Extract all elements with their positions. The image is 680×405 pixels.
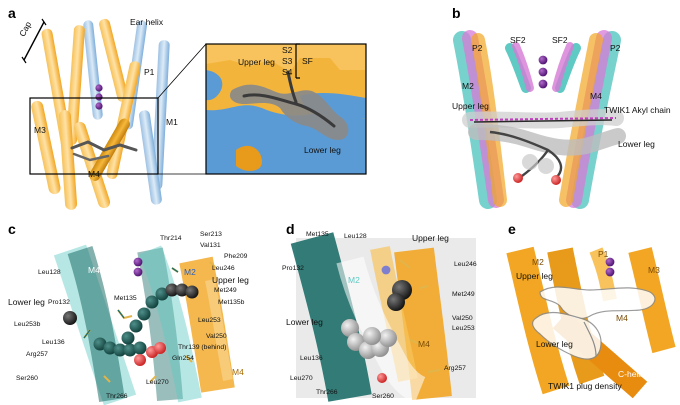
panel-a-letter: a: [8, 6, 16, 20]
thr266-label-c: Thr266: [106, 394, 128, 401]
leu246-label-c: Leu246: [212, 266, 235, 273]
thr139-label: Thr139 (behind): [178, 345, 226, 352]
p2-left-label: P2: [472, 44, 482, 53]
plug-density-label: TWIK1 plug density: [548, 382, 622, 391]
pro132-label-c: Pro132: [48, 300, 70, 307]
c-helix-label: C-helix: [618, 370, 644, 379]
s4-label: S4: [282, 68, 292, 77]
ser260-label-d: Ser260: [372, 394, 394, 401]
upper-leg-label-e: Upper leg: [516, 272, 553, 281]
ear-helix-label: Ear helix: [130, 18, 163, 27]
panel-d-artwork: [296, 238, 476, 398]
met135-label-c: Met135: [114, 296, 137, 303]
lower-leg-label-b: Lower leg: [618, 140, 655, 149]
pro132-label-d: Pro132: [282, 266, 304, 273]
gln254-label: Gln254: [172, 356, 194, 363]
arg257-label-d: Arg257: [444, 366, 466, 373]
leu270-label-d: Leu270: [290, 376, 313, 383]
m2-label-d: M2: [348, 276, 360, 285]
p1-label: P1: [144, 68, 154, 77]
thr214-label: Thr214: [160, 236, 182, 243]
upper-leg-label-b: Upper leg: [452, 102, 489, 111]
m4-label-b: M4: [590, 92, 602, 101]
panel-e-letter: e: [508, 222, 516, 236]
twik1-akyl-label: TWIK1 Akyl chain: [604, 106, 671, 115]
leu253b-label: Leu253b: [14, 322, 40, 329]
sf-label: SF: [302, 57, 313, 66]
leu136-label-c: Leu136: [42, 340, 65, 347]
upper-leg-label-c: Upper leg: [212, 276, 249, 285]
met249-label-d: Met249: [452, 292, 475, 299]
panel-a-artwork: [22, 18, 206, 211]
lower-leg-label-c: Lower leg: [8, 298, 45, 307]
sf2-right-label: SF2: [552, 36, 568, 45]
m3-label-e: M3: [648, 266, 660, 275]
m3-label: M3: [34, 126, 46, 135]
met135-label-d: Met135: [306, 232, 329, 239]
leu128-label-d: Leu128: [344, 234, 367, 241]
s2-label: S2: [282, 46, 292, 55]
upper-leg-label-d: Upper leg: [412, 234, 449, 243]
leu253-label-c: Leu253: [198, 318, 221, 325]
val250-label-c: Val250: [206, 334, 227, 341]
leu253-label-d: Leu253: [452, 326, 475, 333]
met249-label-c: Met249: [214, 288, 237, 295]
p2-right-label: P2: [610, 44, 620, 53]
phe209-label: Phe209: [224, 254, 247, 261]
m2-label-e: M2: [532, 258, 544, 267]
p1-label-e: P1: [598, 250, 608, 259]
lower-leg-label-d: Lower leg: [286, 318, 323, 327]
m4-left-label-c: M4: [88, 266, 100, 275]
panel-d-letter: d: [286, 222, 295, 236]
val250-label-d: Val250: [452, 316, 473, 323]
arg257-label-c: Arg257: [26, 352, 48, 359]
m2-label-b: M2: [462, 82, 474, 91]
panel-b-letter: b: [452, 6, 461, 20]
panel-c-letter: c: [8, 222, 16, 236]
leu246-label-d: Leu246: [454, 262, 477, 269]
sf2-left-label: SF2: [510, 36, 526, 45]
lower-leg-label-a: Lower leg: [304, 146, 341, 155]
m4-right-label-c: M4: [232, 368, 244, 377]
leu270-label-c: Leu270: [146, 380, 169, 387]
m4-label-e: M4: [616, 314, 628, 323]
ser213-label: Ser213: [200, 232, 222, 239]
leu136-label-d: Leu136: [300, 356, 323, 363]
m4-label: M4: [88, 170, 100, 179]
thr266-label-d: Thr266: [316, 390, 338, 397]
met135b-label: Met135b: [218, 300, 244, 307]
s3-label: S3: [282, 57, 292, 66]
upper-leg-label-a: Upper leg: [238, 58, 275, 67]
m1-label: M1: [166, 118, 178, 127]
ser260-label-c: Ser260: [16, 376, 38, 383]
m4-label-d: M4: [418, 340, 430, 349]
lower-leg-label-e: Lower leg: [536, 340, 573, 349]
m2-label-c: M2: [184, 268, 196, 277]
val131-label: Val131: [200, 243, 221, 250]
leu128-label-c: Leu128: [38, 270, 61, 277]
panel-b-artwork: [462, 38, 618, 200]
